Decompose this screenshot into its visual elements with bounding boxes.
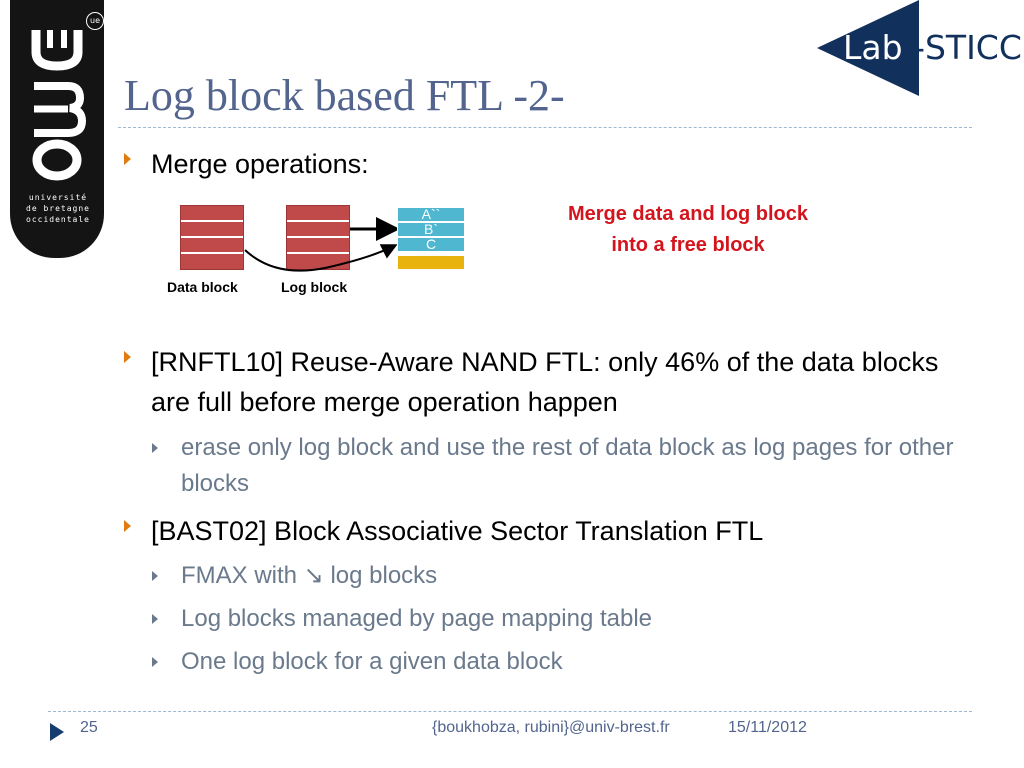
title-divider — [118, 127, 972, 128]
data-block-label: Data block — [167, 279, 238, 295]
footer-authors: {boukhobza, rubini}@univ-brest.fr — [432, 719, 670, 736]
ubo-logo-icon — [31, 30, 87, 181]
free-page — [397, 255, 465, 270]
footer-divider — [48, 711, 972, 712]
sub-bullet-arrow-icon — [152, 614, 158, 624]
sub-bullet-bast: FMAX with ↘ log blocks — [152, 558, 972, 594]
footer-arrow-icon — [50, 723, 64, 741]
sub-bullet-rnftl: erase only log block and use the rest of… — [152, 430, 972, 502]
footer-date: 15/11/2012 — [728, 719, 807, 736]
sub-bullet-bast: Log blocks managed by page mapping table — [152, 601, 972, 637]
sub-bullet-arrow-icon — [152, 657, 158, 667]
sub-bullet-arrow-icon — [152, 443, 158, 453]
page-c: C — [397, 237, 465, 252]
merge-note: Merge data and log block into a free blo… — [567, 203, 809, 256]
slide-title: Log block based FTL -2- — [124, 71, 565, 120]
data-block — [180, 205, 244, 270]
sub-bullet-arrow-icon — [152, 571, 158, 581]
bullet-text: [RNFTL10] Reuse-Aware NAND FTL: only 46%… — [151, 347, 939, 417]
lab-name-text: Lab — [843, 28, 903, 67]
sub-bullet-text: FMAX with ↘ log blocks — [181, 562, 438, 589]
bullet-arrow-icon — [124, 520, 131, 532]
university-name: université de bretagne occidentale — [18, 192, 98, 225]
sub-bullet-text: Log blocks managed by page mapping table — [181, 605, 652, 632]
log-block — [286, 205, 350, 270]
bullet-arrow-icon — [124, 351, 131, 363]
university-line: de bretagne — [26, 204, 90, 213]
bullet-bast: [BAST02] Block Associative Sector Transl… — [124, 511, 964, 551]
university-line: université — [28, 193, 88, 202]
page-number: 25 — [80, 719, 98, 736]
lab-sticc-diamond-icon — [817, 0, 919, 96]
sub-bullet-text: erase only log block and use the rest of… — [181, 434, 954, 497]
university-line: occidentale — [26, 215, 90, 224]
page-a: A`` — [397, 207, 465, 222]
ubo-logo: ue université de bretagne occidentale — [10, 0, 104, 258]
sub-bullet-bast: One log block for a given data block — [152, 644, 972, 680]
bullet-merge-operations: Merge operations: — [124, 144, 964, 184]
free-block: A`` B` C — [397, 207, 465, 270]
log-block-label: Log block — [281, 279, 348, 295]
ue-badge: ue — [86, 12, 104, 30]
lab-sticc-logo: Lab -STICC — [815, 0, 1024, 96]
bullet-rnftl: [RNFTL10] Reuse-Aware NAND FTL: only 46%… — [124, 342, 964, 422]
bullet-text: Merge operations: — [151, 149, 369, 179]
bullet-arrow-icon — [124, 153, 131, 165]
sub-bullet-text: One log block for a given data block — [181, 648, 563, 675]
lab-sticc-name: Lab -STICC — [843, 28, 1022, 67]
page-b: B` — [397, 222, 465, 237]
bullet-text: [BAST02] Block Associative Sector Transl… — [151, 516, 764, 546]
lab-name-suffix: -STICC — [913, 28, 1022, 67]
